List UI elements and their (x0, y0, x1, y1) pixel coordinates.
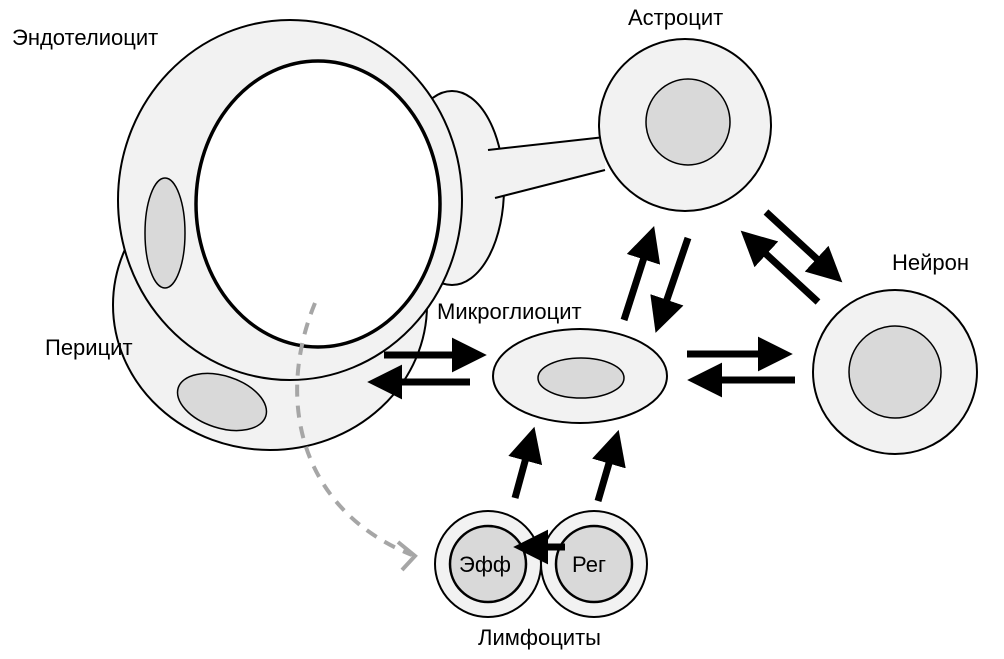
endothelial-nucleus (144, 177, 186, 289)
neuron-nucleus (848, 325, 942, 419)
arrow-microglia-to-astrocyte (620, 226, 661, 322)
pericyte-nucleus (176, 372, 268, 432)
endothelial-label: Эндотелиоцит (12, 25, 158, 50)
arrow-neuron-to-astrocyte (740, 230, 821, 305)
neuron-label: Нейрон (892, 250, 969, 275)
astrocyte-cell (598, 38, 772, 212)
arrow-regulatory-to-microglia (592, 429, 626, 502)
astrocyte-label: Астроцит (628, 5, 723, 30)
arrow-effector-to-microglia (508, 426, 543, 499)
lymphocytes-label: Лимфоциты (478, 625, 601, 650)
effector-label: Эфф (459, 552, 511, 577)
migration-arrowhead (396, 540, 418, 572)
endothelial-cell (117, 19, 463, 381)
pericyte-label: Перицит (45, 335, 133, 360)
neuron-cell (812, 289, 978, 455)
microglia-label: Микроглиоцит (437, 299, 582, 324)
regulatory-lymphocyte (540, 510, 648, 618)
migration-dashed-arrow (295, 302, 413, 557)
microglia-cell (492, 328, 668, 424)
regulatory-label: Рег (572, 552, 606, 577)
astrocyte-nucleus (645, 78, 731, 166)
arrow-astrocyte-to-microglia (650, 236, 692, 333)
arrow-astrocyte-to-neuron (763, 209, 843, 283)
microglia-nucleus (537, 357, 625, 399)
vessel-lumen (194, 59, 442, 349)
